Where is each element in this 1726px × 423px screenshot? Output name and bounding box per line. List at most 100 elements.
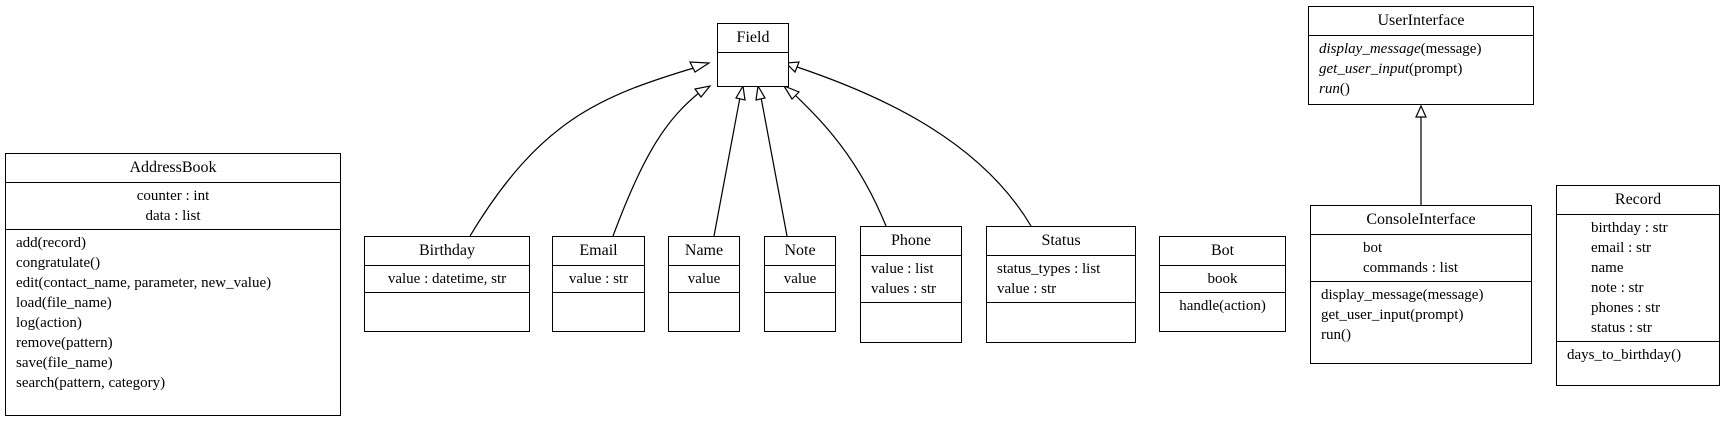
member-text: commands : list — [1363, 260, 1458, 276]
member-text: load(file_name) — [16, 295, 112, 311]
class-email-name: Email — [579, 242, 618, 259]
method-row: run() — [1319, 79, 1533, 99]
member-text: counter : int — [136, 188, 210, 204]
class-addressbook-methods: add(record) congratulate() edit(contact_… — [6, 229, 340, 396]
class-bot-methods: handle(action) — [1160, 292, 1285, 319]
class-userinterface: UserInterface display_message(message) g… — [1308, 6, 1534, 105]
member-text: display_message — [1319, 41, 1421, 57]
class-phone-methods — [861, 302, 961, 336]
member-text: run() — [1321, 327, 1351, 343]
member-text: name — [1591, 260, 1624, 276]
edge-birthday-field — [469, 66, 698, 237]
class-status-name: Status — [1041, 232, 1081, 249]
class-email: Email value : str — [552, 236, 645, 332]
arrowhead-phone — [782, 84, 801, 100]
member-text: search(pattern, category) — [16, 375, 166, 391]
class-field-body — [718, 52, 788, 86]
member-text: (prompt) — [1409, 61, 1463, 77]
member-text: congratulate() — [16, 255, 101, 271]
member-text: data : list — [145, 208, 201, 224]
class-birthday-name: Birthday — [419, 242, 475, 259]
class-phone-name: Phone — [891, 232, 931, 249]
member-text: handle(action) — [1179, 298, 1266, 314]
class-bot: Bot book handle(action) — [1159, 236, 1286, 332]
class-name-methods — [669, 292, 739, 324]
class-bot-attributes: book — [1160, 265, 1285, 292]
class-birthday: Birthday value : datetime, str — [364, 236, 530, 332]
arrowhead-note — [755, 84, 766, 101]
member-text: email : str — [1591, 240, 1651, 256]
member-text: edit(contact_name, parameter, new_value) — [16, 275, 272, 291]
class-email-attributes: value : str — [553, 265, 644, 292]
class-addressbook: AddressBook counter : int data : list ad… — [5, 153, 341, 416]
class-consoleinterface-name: ConsoleInterface — [1366, 211, 1476, 228]
member-text: add(record) — [16, 235, 86, 251]
member-text: get_user_input(prompt) — [1321, 307, 1464, 323]
arrowhead-email — [693, 85, 712, 98]
class-addressbook-name: AddressBook — [129, 159, 217, 176]
class-phone-attributes: value : list values : str — [861, 255, 961, 302]
class-name: Name value — [668, 236, 740, 332]
class-consoleinterface-attributes: bot commands : list — [1311, 234, 1531, 281]
method-row: display_message(message) — [1319, 39, 1533, 59]
arrowhead-consoleinterface — [1415, 104, 1427, 118]
arrowhead-name — [735, 84, 746, 101]
member-text: (message) — [1420, 41, 1482, 57]
member-text: display_message(message) — [1321, 287, 1484, 303]
member-text: run — [1319, 81, 1340, 97]
class-bot-name: Bot — [1210, 242, 1235, 259]
member-text: status_types : list — [997, 261, 1101, 277]
member-text: birthday : str — [1591, 220, 1668, 236]
edge-note-field — [759, 91, 788, 237]
class-status-methods — [987, 302, 1135, 336]
class-name-attributes: value — [669, 265, 739, 292]
class-record: Record birthday : str email : str name n… — [1556, 185, 1720, 386]
class-consoleinterface-methods: display_message(message) get_user_input(… — [1311, 281, 1531, 348]
member-text: remove(pattern) — [16, 335, 113, 351]
member-text: value : list — [871, 261, 934, 277]
class-record-attributes: birthday : str email : str name note : s… — [1557, 214, 1719, 341]
edge-status-field — [796, 66, 1032, 227]
class-note-attributes: value — [765, 265, 835, 292]
member-text: () — [1339, 81, 1350, 97]
member-text: days_to_birthday() — [1567, 347, 1682, 363]
class-birthday-methods — [365, 292, 529, 324]
arrowhead-birthday — [689, 61, 711, 73]
member-text: get_user_input — [1319, 61, 1409, 77]
member-text: note : str — [1591, 280, 1644, 296]
class-email-methods — [553, 292, 644, 324]
class-birthday-attributes: value : datetime, str — [365, 265, 529, 292]
arrowhead-status — [784, 61, 800, 74]
edge-name-field — [713, 91, 742, 237]
member-text: value — [783, 271, 817, 287]
member-text: book — [1207, 271, 1238, 287]
class-record-methods: days_to_birthday() — [1557, 341, 1719, 368]
class-status-attributes: status_types : list value : str — [987, 255, 1135, 302]
edge-email-field — [612, 91, 701, 237]
class-addressbook-attributes: counter : int data : list — [6, 182, 340, 229]
class-field-name: Field — [736, 29, 770, 46]
member-text: value — [687, 271, 721, 287]
class-field: Field — [717, 23, 789, 87]
member-text: save(file_name) — [16, 355, 113, 371]
class-record-name: Record — [1614, 191, 1662, 208]
class-note-name: Note — [784, 242, 816, 259]
member-text: value : str — [997, 281, 1057, 297]
class-phone: Phone value : list values : str — [860, 226, 962, 343]
member-text: phones : str — [1591, 300, 1661, 316]
member-text: bot — [1363, 240, 1383, 256]
class-userinterface-methods: display_message(message) get_user_input(… — [1309, 35, 1533, 102]
edge-phone-field — [791, 91, 887, 227]
class-consoleinterface: ConsoleInterface bot commands : list dis… — [1310, 205, 1532, 364]
method-row: get_user_input(prompt) — [1319, 59, 1533, 79]
member-text: log(action) — [16, 315, 82, 331]
class-note: Note value — [764, 236, 836, 332]
class-status: Status status_types : list value : str — [986, 226, 1136, 343]
member-text: value : str — [568, 271, 629, 287]
member-text: values : str — [871, 281, 936, 297]
member-text: value : datetime, str — [387, 271, 507, 287]
class-note-methods — [765, 292, 835, 324]
member-text: status : str — [1591, 320, 1652, 336]
class-userinterface-name: UserInterface — [1377, 12, 1465, 29]
